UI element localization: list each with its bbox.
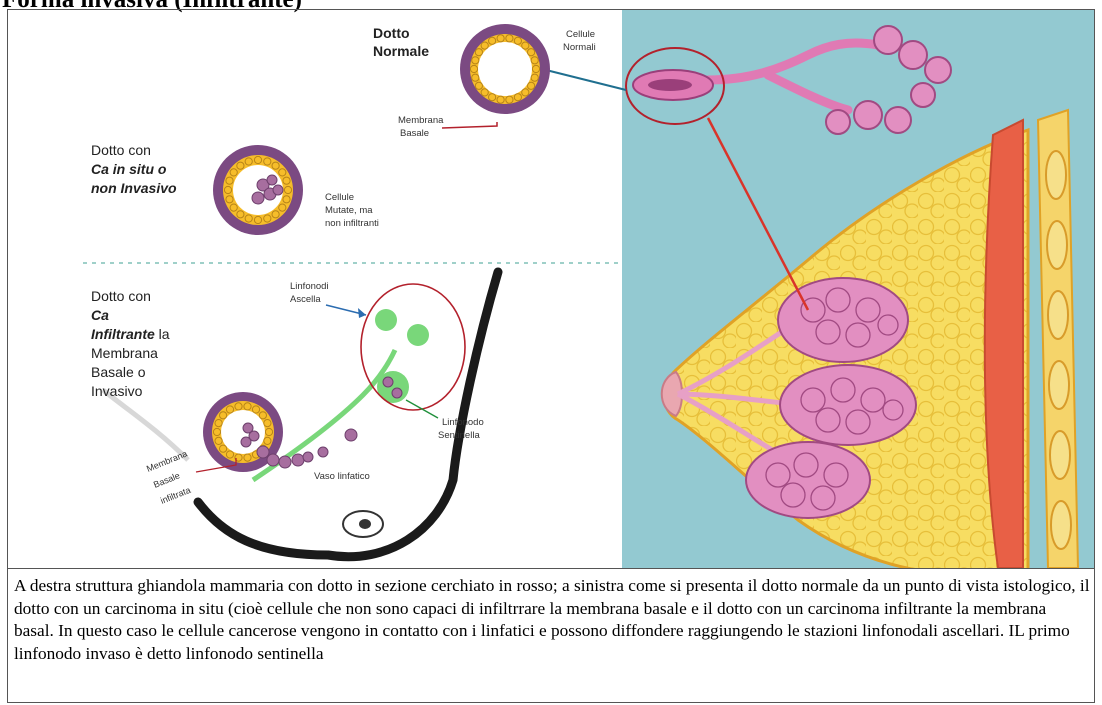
skin-shading	[103, 390, 188, 460]
label-infiltrating-1: Dotto con	[91, 288, 151, 304]
normal-duct-diagram	[460, 24, 550, 114]
label-basal-membrane-1: Membrana	[398, 115, 444, 126]
label-infiltrating-4: Membrana	[91, 345, 158, 361]
label-lymph-vessel: Vaso linfatico	[314, 471, 370, 482]
breast-duct-diagram: Dotto Normale Cellule Normali Membrana B…	[8, 10, 1094, 568]
figure-caption: A destra struttura ghiandola mammaria co…	[14, 575, 1090, 665]
axilla-arrowhead	[358, 308, 366, 318]
figure-cell: Dotto Normale Cellule Normali Membrana B…	[8, 10, 1094, 568]
label-infiltrating-3-bold: Infiltrante	[91, 326, 155, 342]
label-normal-duct-2: Normale	[373, 43, 429, 59]
label-infiltrated-membrane-3: infiltrata	[159, 485, 192, 506]
pectoral-muscle	[985, 120, 1023, 568]
label-infiltrated-membrane-2: Basale	[152, 470, 181, 490]
label-infiltrating-2: Ca	[91, 307, 109, 323]
insitu-duct-diagram	[213, 145, 303, 235]
connector-line	[546, 70, 626, 90]
label-normal-cells-1: Cellule	[566, 29, 595, 40]
label-axilla-nodes-1: Linfonodi	[290, 281, 329, 292]
label-mutated-cells-3: non infiltranti	[325, 218, 379, 229]
infiltrating-duct-diagram	[203, 392, 313, 472]
label-insitu-1: Dotto con	[91, 142, 151, 158]
label-mutated-cells-2: Mutate, ma	[325, 205, 373, 216]
basal-membrane-pointer	[442, 122, 497, 128]
label-axilla-nodes-2: Ascella	[290, 294, 321, 305]
label-infiltrating-3: Infiltrante la	[91, 326, 170, 342]
label-normal-cells-2: Normali	[563, 42, 596, 53]
label-normal-duct-1: Dotto	[373, 25, 410, 41]
label-insitu-2: Ca in situ o	[91, 161, 167, 177]
label-infiltrating-5: Basale o	[91, 364, 146, 380]
table-row-divider	[8, 568, 1094, 569]
label-basal-membrane-2: Basale	[400, 128, 429, 139]
duct-section-lumen	[648, 79, 692, 91]
label-infiltrating-6: Invasivo	[91, 383, 143, 399]
sentinel-pointer	[406, 400, 438, 418]
label-infiltrated-membrane-1: Membrana	[145, 448, 189, 473]
label-sentinel-1: Linfonodo	[442, 417, 484, 428]
axilla-circle	[361, 284, 465, 410]
breast-anatomy-panel	[622, 10, 1094, 568]
label-sentinel-2: Sentinella	[438, 430, 480, 441]
label-mutated-cells-1: Cellule	[325, 192, 354, 203]
label-insitu-3: non Invasivo	[91, 180, 177, 196]
nipple-outline	[343, 511, 383, 537]
